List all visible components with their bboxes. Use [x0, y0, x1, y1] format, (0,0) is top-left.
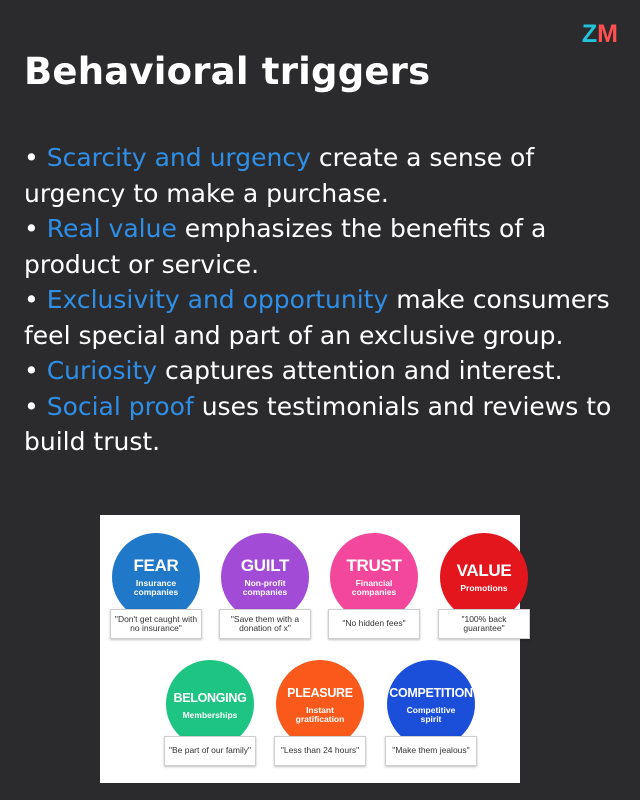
trigger-guilt: GUILT Non-profit companies "Save them wi… — [215, 523, 315, 653]
bullet-text: create a sense of urgency to make a purc… — [24, 143, 535, 208]
trigger-subtitle: Competitive spirit — [406, 705, 456, 724]
trigger-name: GUILT — [240, 556, 290, 575]
trigger-circle: PLEASURE Instant gratification — [276, 660, 364, 748]
trigger-quote: "No hidden fees" — [328, 609, 420, 639]
trigger-subtitle: Insurance companies — [133, 578, 179, 597]
trigger-subtitle: Non-profit companies — [242, 578, 288, 597]
trigger-name: FEAR — [133, 556, 179, 575]
trigger-circle: FEAR Insurance companies — [112, 533, 200, 621]
trigger-name: VALUE — [456, 560, 512, 580]
bullet-text: emphasizes the benefits of a product or … — [24, 214, 547, 279]
trigger-quote: "Be part of our family" — [164, 736, 256, 766]
bullet-highlight: Social proof — [46, 391, 194, 421]
trigger-name: PLEASURE — [287, 686, 353, 700]
triggers-infographic: FEAR Insurance companies "Don't get caug… — [100, 515, 530, 783]
trigger-pleasure: PLEASURE Instant gratification "Less tha… — [270, 650, 370, 780]
bullet-marker: • — [24, 143, 47, 172]
trigger-bullet-list: • Scarcity and urgency create a sense of… — [24, 140, 624, 460]
trigger-value: VALUE Promotions "100% back guarantee" — [434, 523, 534, 653]
trigger-subtitle: Promotions — [460, 582, 508, 593]
trigger-circle: TRUST Financial companies — [330, 533, 418, 621]
logo-letter-m: M — [597, 20, 618, 48]
bullet-item: • Curiosity captures attention and inter… — [24, 353, 624, 389]
trigger-subtitle: Memberships — [182, 709, 238, 720]
bullet-highlight: Scarcity and urgency — [46, 143, 311, 172]
trigger-subtitle: Financial companies — [351, 578, 397, 597]
trigger-name: BELONGING — [173, 690, 247, 705]
bullet-item: • Scarcity and urgency create a sense of… — [24, 140, 624, 211]
bullet-marker: • — [24, 356, 47, 385]
page-title: Behavioral triggers — [24, 50, 431, 93]
bullet-marker: • — [24, 391, 47, 421]
logo-letter-z: Z — [581, 20, 598, 48]
bullet-text: captures attention and interest. — [157, 356, 563, 385]
bullet-text: uses testimonials and reviews to build t… — [24, 391, 612, 457]
bullet-marker: • — [24, 214, 47, 243]
trigger-circle: VALUE Promotions — [440, 533, 528, 621]
bullet-item: • Exclusivity and opportunity make consu… — [24, 282, 624, 353]
bullet-highlight: Real value — [46, 214, 177, 243]
trigger-trust: TRUST Financial companies "No hidden fee… — [324, 523, 424, 653]
trigger-circle: COMPETITION Competitive spirit — [387, 660, 475, 748]
bullet-marker: • — [24, 285, 47, 314]
trigger-subtitle: Instant gratification — [295, 705, 345, 724]
bullet-item: • Social proof uses testimonials and rev… — [24, 389, 624, 460]
trigger-fear: FEAR Insurance companies "Don't get caug… — [106, 523, 206, 653]
trigger-quote: "Make them jealous" — [385, 736, 477, 766]
trigger-name: TRUST — [346, 556, 402, 575]
trigger-quote: "Save them with a donation of x" — [219, 609, 311, 639]
trigger-name: COMPETITION — [389, 686, 473, 700]
bullet-highlight: Exclusivity and opportunity — [46, 285, 389, 314]
trigger-quote: "100% back guarantee" — [438, 609, 530, 639]
trigger-quote: "Don't get caught with no insurance" — [110, 609, 202, 639]
trigger-competition: COMPETITION Competitive spirit "Make the… — [381, 650, 481, 780]
trigger-quote: "Less than 24 hours" — [274, 736, 366, 766]
bullet-highlight: Curiosity — [46, 356, 158, 385]
zm-logo: ZM — [582, 20, 618, 49]
trigger-circle: GUILT Non-profit companies — [221, 533, 309, 621]
trigger-circle: BELONGING Memberships — [166, 660, 254, 748]
bullet-text: make consumers feel special and part of … — [24, 285, 610, 350]
trigger-belonging: BELONGING Memberships "Be part of our fa… — [160, 650, 260, 780]
bullet-item: • Real value emphasizes the benefits of … — [24, 211, 624, 282]
